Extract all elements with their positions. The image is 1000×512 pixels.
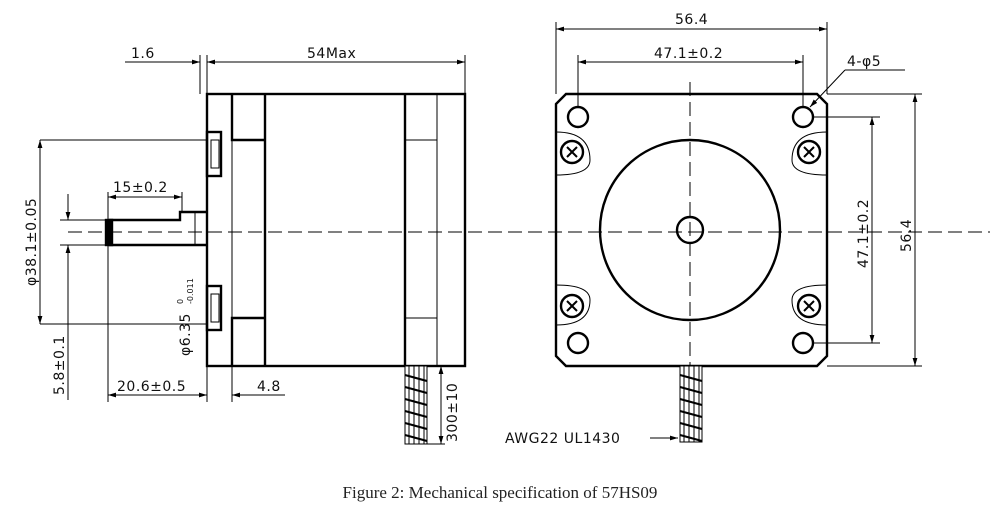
wire-spec-label: AWG22 UL1430 bbox=[505, 431, 620, 447]
side-view: 1.6 54Max 15±0.2 φ38.1±0.05 5.8±0.1 φ6.3… bbox=[24, 46, 467, 445]
dim-boss-height: 4.8 bbox=[257, 379, 281, 395]
dim-hole-pitch-vertical: 47.1±0.2 bbox=[856, 199, 872, 268]
dim-shaft-tol-upper: 0 bbox=[176, 299, 185, 304]
dim-shaft-length: 20.6±0.5 bbox=[117, 379, 186, 395]
dim-flat-depth: 5.8±0.1 bbox=[52, 335, 68, 395]
front-face bbox=[554, 92, 829, 368]
dim-mounting-holes: 4-φ5 bbox=[847, 54, 881, 70]
svg-text:φ6.35: φ6.35 bbox=[178, 313, 194, 356]
figure-caption: Figure 2: Mechanical specification of 57… bbox=[343, 483, 658, 502]
flange-tab-top bbox=[205, 130, 223, 178]
screws bbox=[555, 131, 828, 326]
flange-tab-bottom bbox=[205, 284, 223, 332]
dim-shaft-tol-lower: -0.011 bbox=[186, 278, 195, 304]
dim-body-length: 54Max bbox=[307, 46, 356, 62]
dim-lead-length: 300±10 bbox=[445, 383, 461, 442]
dim-shaft-diameter: φ6.35 0 -0.011 bbox=[176, 278, 195, 356]
front-view: 56.4 47.1±0.2 4-φ5 47.1±0.2 56.4 AWG22 U… bbox=[505, 12, 922, 447]
boss-circle bbox=[598, 138, 782, 322]
lead-wires-side bbox=[404, 365, 428, 445]
dim-hole-pitch-horizontal: 47.1±0.2 bbox=[654, 46, 723, 62]
dim-front-width: 56.4 bbox=[675, 12, 708, 28]
dim-front-height: 56.4 bbox=[899, 219, 915, 252]
dim-boss-diameter: φ38.1±0.05 bbox=[24, 198, 40, 286]
motor-body bbox=[205, 92, 467, 368]
lead-wires-front bbox=[679, 365, 703, 443]
shaft bbox=[108, 210, 207, 247]
dim-flange-thickness: 1.6 bbox=[131, 46, 155, 62]
dim-flat-length: 15±0.2 bbox=[113, 180, 168, 196]
